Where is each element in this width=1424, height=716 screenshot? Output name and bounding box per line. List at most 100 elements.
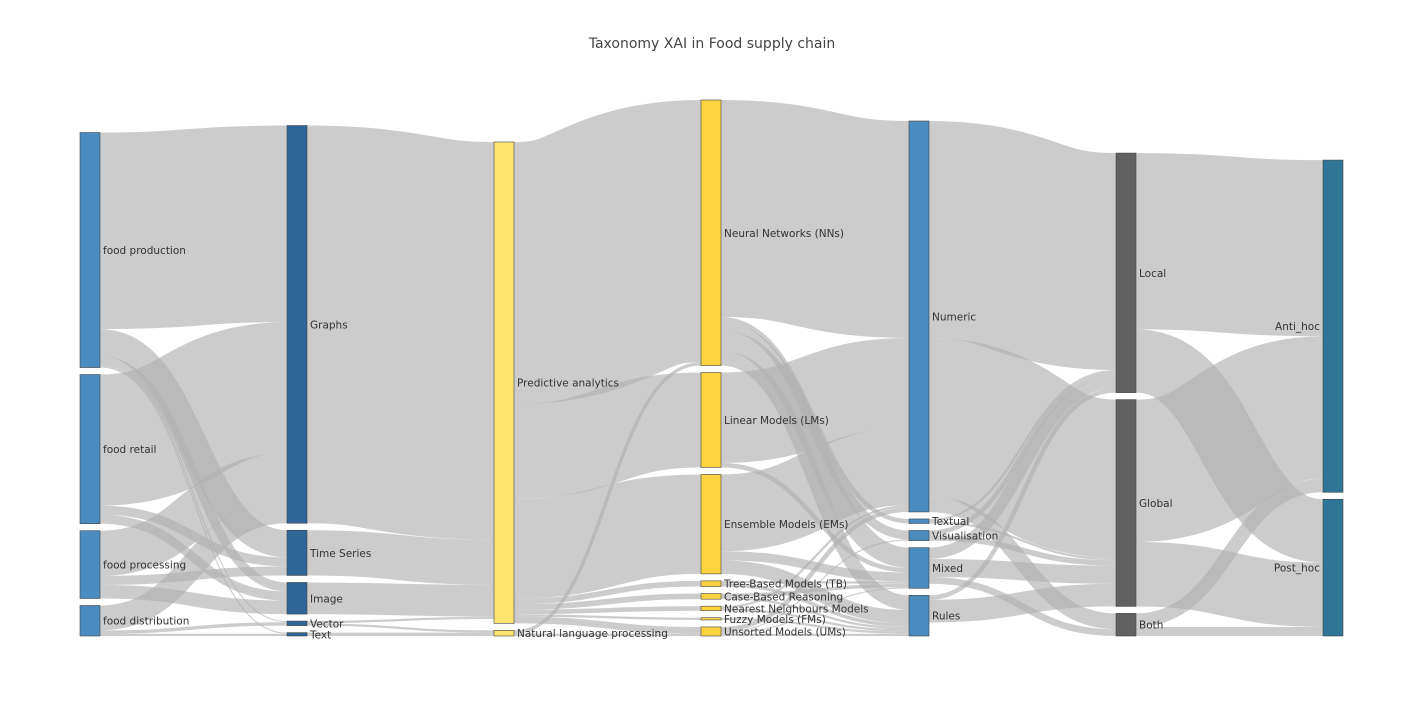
node-rect-nnm[interactable]: [700, 605, 722, 612]
node-rules[interactable]: Rules: [908, 595, 960, 637]
node-vector[interactable]: Vector: [286, 618, 344, 630]
link-predictive-to-cbr[interactable]: [513, 593, 702, 610]
link-predictive-to-em[interactable]: [513, 474, 702, 599]
node-rect-food_retail[interactable]: [79, 374, 101, 524]
node-rect-local[interactable]: [1115, 152, 1137, 393]
node-nlp[interactable]: Natural language processing: [493, 628, 668, 640]
link-local-to-anti_hoc[interactable]: [1135, 153, 1324, 337]
link-time_series-to-predictive[interactable]: [306, 530, 495, 585]
node-textual[interactable]: Textual: [908, 516, 969, 528]
node-rect-vector[interactable]: [286, 620, 308, 626]
link-textual-to-local[interactable]: [928, 370, 1117, 522]
node-rect-nn[interactable]: [700, 99, 722, 366]
node-rect-textual[interactable]: [908, 518, 930, 524]
node-local[interactable]: Local: [1115, 152, 1166, 393]
node-rect-both[interactable]: [1115, 613, 1137, 637]
link-predictive-to-tb[interactable]: [513, 580, 702, 605]
node-numeric[interactable]: Numeric: [908, 120, 976, 513]
link-both-to-anti_hoc[interactable]: [1135, 478, 1324, 627]
link-vector-to-nlp[interactable]: [306, 623, 495, 633]
node-mixed[interactable]: Mixed: [908, 547, 963, 589]
node-rect-anti_hoc[interactable]: [1322, 159, 1344, 493]
link-rules-to-global[interactable]: [928, 583, 1117, 623]
link-image-to-predictive[interactable]: [306, 582, 495, 617]
node-lm[interactable]: Linear Models (LMs): [700, 372, 829, 468]
link-global-to-post_hoc[interactable]: [1135, 541, 1324, 627]
node-nn[interactable]: Neural Networks (NNs): [700, 99, 844, 366]
node-both[interactable]: Both: [1115, 613, 1163, 637]
node-food_production[interactable]: food production: [79, 132, 186, 368]
link-food_processing-to-image[interactable]: [99, 584, 288, 615]
link-um-to-mixed[interactable]: [720, 587, 910, 634]
node-em[interactable]: Ensemble Models (EMs): [700, 474, 849, 575]
node-text[interactable]: Text: [286, 629, 331, 641]
node-rect-food_processing[interactable]: [79, 530, 101, 599]
link-visualisation-to-local[interactable]: [928, 372, 1117, 535]
node-rect-food_production[interactable]: [79, 132, 101, 368]
node-um[interactable]: Unsorted Models (UMs): [700, 626, 846, 638]
link-food_retail-to-graphs[interactable]: [97, 322, 290, 506]
link-predictive-to-fm[interactable]: [513, 614, 702, 620]
node-graphs[interactable]: Graphs: [286, 125, 348, 524]
link-numeric-to-local[interactable]: [926, 120, 1119, 371]
link-predictive-to-nnm[interactable]: [513, 606, 702, 615]
node-food_retail[interactable]: food retail: [79, 374, 156, 524]
node-rect-time_series[interactable]: [286, 529, 308, 576]
link-lm-to-numeric[interactable]: [720, 337, 910, 463]
link-predictive-to-lm[interactable]: [513, 372, 702, 500]
node-rect-predictive[interactable]: [493, 141, 515, 624]
link-mixed-to-local[interactable]: [928, 376, 1117, 559]
link-numeric-to-global[interactable]: [925, 337, 1120, 558]
node-food_processing[interactable]: food processing: [79, 530, 186, 599]
link-um-to-numeric[interactable]: [720, 507, 910, 632]
node-rect-nlp[interactable]: [493, 630, 515, 637]
node-predictive[interactable]: Predictive analytics: [493, 141, 619, 624]
link-tb-to-rules[interactable]: [720, 583, 910, 627]
node-rect-cbr[interactable]: [700, 593, 722, 600]
link-food_production-to-graphs[interactable]: [99, 125, 288, 330]
node-post_hoc[interactable]: Post_hoc: [1274, 498, 1344, 637]
link-vector-to-predictive[interactable]: [306, 616, 495, 624]
link-nnm-to-rules[interactable]: [720, 608, 910, 632]
node-rect-em[interactable]: [700, 474, 722, 575]
node-food_distribution[interactable]: food distribution: [79, 605, 189, 637]
link-nlp-to-nn[interactable]: [513, 362, 702, 634]
node-rect-rules[interactable]: [908, 595, 930, 637]
node-rect-graphs[interactable]: [286, 125, 308, 524]
link-nn-to-numeric[interactable]: [719, 99, 911, 338]
node-rect-fm[interactable]: [700, 617, 722, 621]
node-rect-image[interactable]: [286, 582, 308, 615]
link-food_processing-to-graphs[interactable]: [99, 453, 288, 576]
node-cbr[interactable]: Case-Based Reasoning: [700, 591, 843, 603]
node-time_series[interactable]: Time Series: [286, 529, 371, 576]
node-rect-um[interactable]: [700, 626, 722, 637]
node-rect-post_hoc[interactable]: [1322, 498, 1344, 637]
node-global[interactable]: Global: [1115, 399, 1173, 607]
node-rect-visualisation[interactable]: [908, 530, 930, 541]
link-fm-to-rules[interactable]: [720, 617, 910, 634]
link-visualisation-to-global[interactable]: [928, 534, 1117, 566]
node-rect-numeric[interactable]: [908, 120, 930, 513]
link-food_distribution-to-vector[interactable]: [99, 622, 288, 634]
link-graphs-to-predictive[interactable]: [304, 125, 497, 540]
node-rect-global[interactable]: [1115, 399, 1137, 607]
link-em-to-numeric[interactable]: [720, 428, 910, 552]
link-predictive-to-nn[interactable]: [510, 100, 705, 405]
node-rect-text[interactable]: [286, 632, 308, 637]
node-visualisation[interactable]: Visualisation: [908, 530, 998, 543]
node-rect-tb[interactable]: [700, 580, 722, 587]
node-nnm[interactable]: Nearest Neighbours Models: [700, 603, 869, 615]
link-cbr-to-rules[interactable]: [720, 596, 910, 630]
node-fm[interactable]: Fuzzy Models (FMs): [700, 614, 826, 626]
node-tb[interactable]: Tree-Based Models (TB): [700, 579, 847, 591]
link-tb-to-mixed[interactable]: [720, 580, 910, 584]
node-image[interactable]: Image: [286, 582, 343, 615]
link-nnm-to-numeric[interactable]: [720, 505, 910, 609]
link-um-to-visualisation[interactable]: [720, 539, 910, 633]
link-cbr-to-mixed[interactable]: [720, 583, 910, 597]
node-anti_hoc[interactable]: Anti_hoc: [1275, 159, 1344, 493]
node-rect-lm[interactable]: [700, 372, 722, 468]
node-rect-mixed[interactable]: [908, 547, 930, 589]
node-rect-food_distribution[interactable]: [79, 605, 101, 637]
link-mixed-to-global[interactable]: [928, 558, 1117, 584]
